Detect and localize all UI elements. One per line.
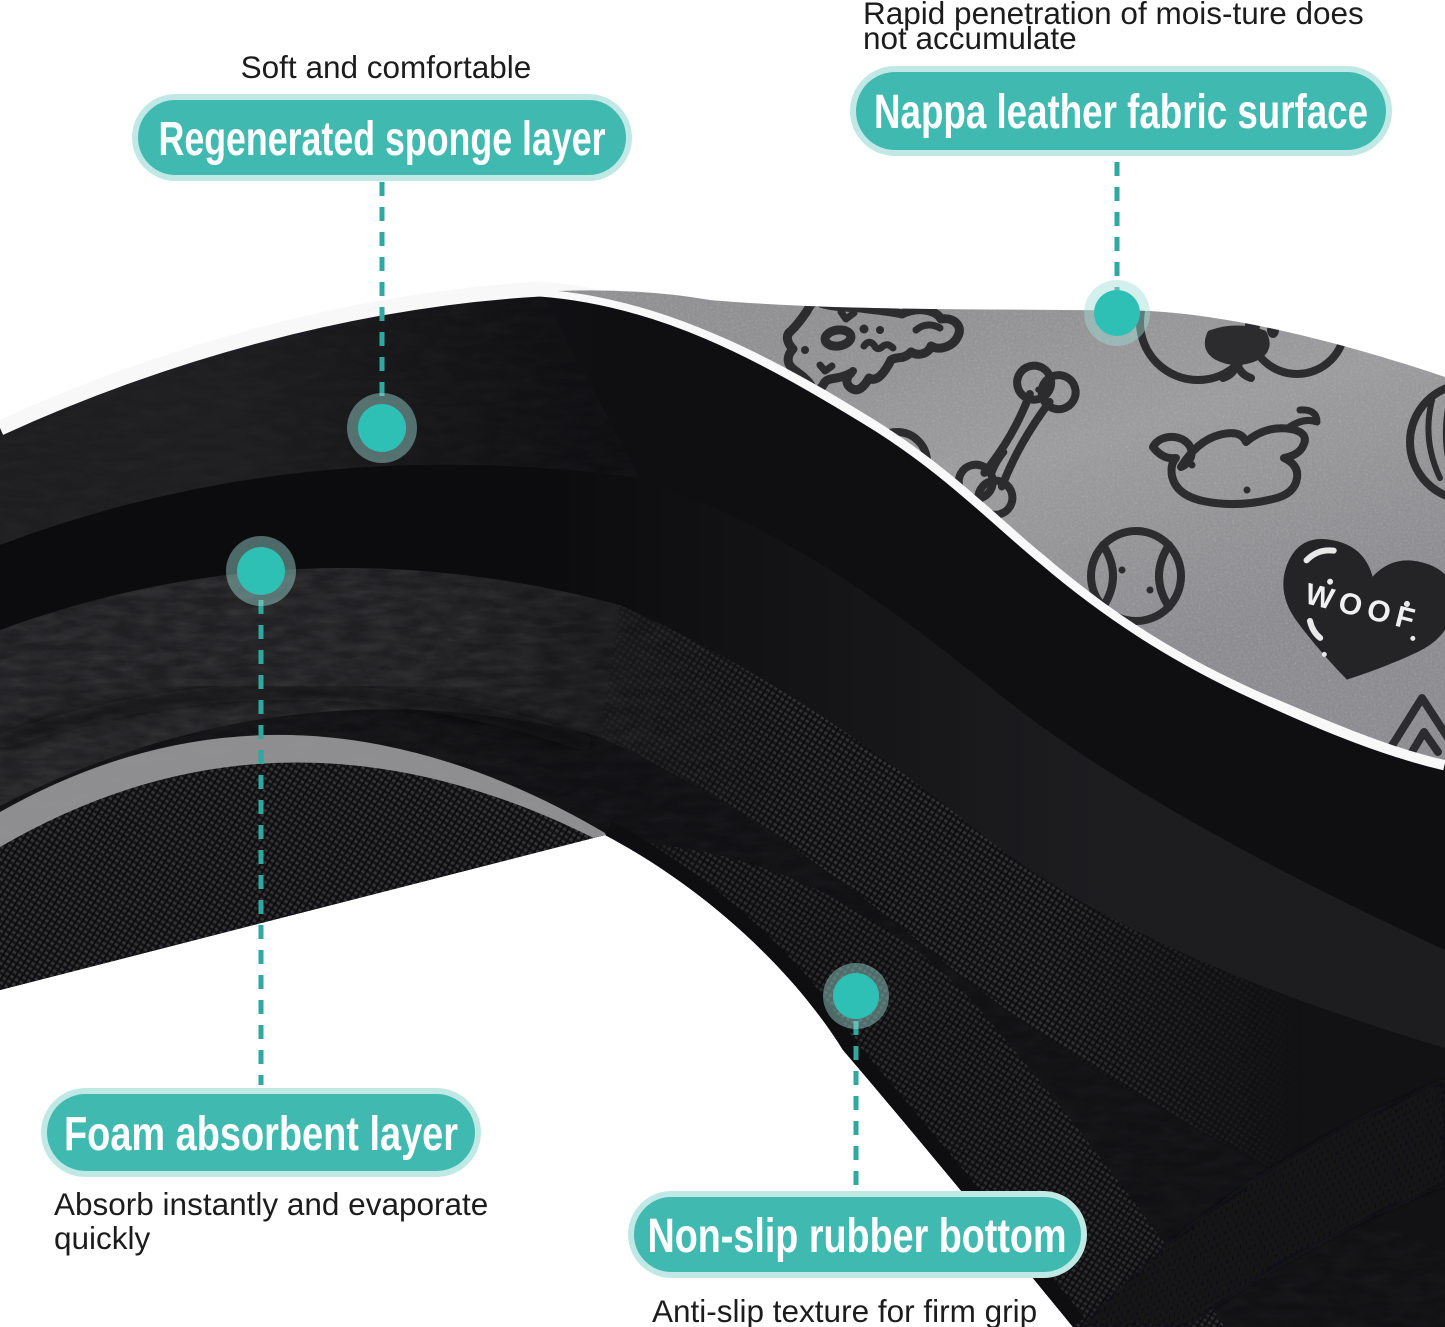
- svg-text:Rapid penetration of mois-ture: Rapid penetration of mois-ture does: [863, 0, 1364, 31]
- svg-text:Foam absorbent layer: Foam absorbent layer: [64, 1108, 458, 1161]
- svg-text:Regenerated sponge layer: Regenerated sponge layer: [159, 113, 606, 166]
- svg-text:not accumulate: not accumulate: [863, 20, 1077, 56]
- svg-text:Non-slip rubber bottom: Non-slip rubber bottom: [648, 1210, 1067, 1263]
- svg-text:quickly: quickly: [54, 1220, 151, 1256]
- svg-text:Nappa leather fabric surface: Nappa leather fabric surface: [874, 86, 1368, 139]
- svg-text:Anti-slip texture for firm gri: Anti-slip texture for firm grip: [652, 1293, 1037, 1327]
- svg-text:Absorb instantly and evaporate: Absorb instantly and evaporate: [54, 1186, 488, 1222]
- svg-text:Soft and comfortable: Soft and comfortable: [241, 49, 532, 85]
